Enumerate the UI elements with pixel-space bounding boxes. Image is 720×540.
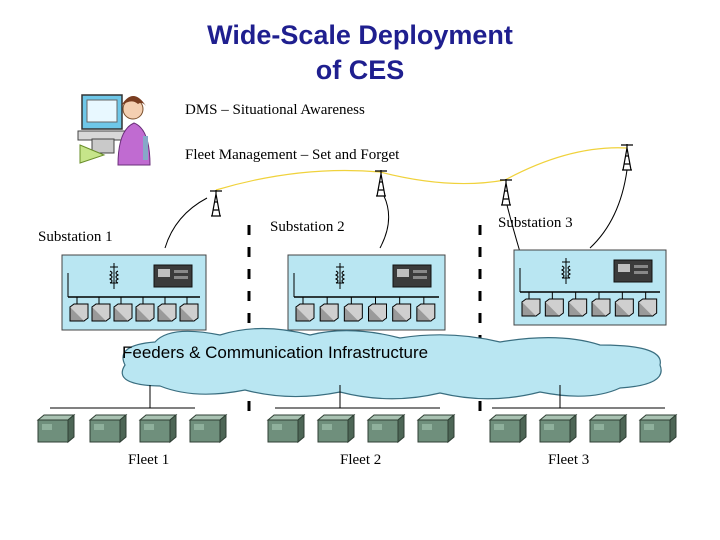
- fleet-1-label: Fleet 1: [128, 452, 170, 468]
- radio-tower-icon: [500, 179, 512, 206]
- transformer-icon: [108, 263, 120, 289]
- energy-storage-unit-icon: [638, 413, 678, 444]
- fleet-2-label: Fleet 2: [340, 452, 382, 468]
- substation-1: [61, 254, 207, 331]
- feeder-switch-icon: [113, 303, 133, 322]
- radio-tower-icon: [621, 144, 633, 171]
- substation-2-label: Substation 2: [270, 219, 345, 235]
- dms-label: DMS – Situational Awareness: [185, 102, 365, 118]
- feeder-switch-icon: [91, 303, 111, 322]
- feeder-switch-icon: [521, 298, 541, 317]
- energy-storage-unit-icon: [538, 413, 578, 444]
- transformer-icon: [560, 258, 572, 284]
- feeder-switch-icon: [319, 303, 339, 322]
- title-line-1: Wide-Scale Deployment: [207, 20, 513, 50]
- substation-2: [287, 254, 446, 331]
- fleet-2-group: [266, 385, 456, 444]
- radio-tower-icon: [210, 190, 222, 217]
- energy-storage-unit-icon: [88, 413, 128, 444]
- substation-3: [513, 249, 667, 326]
- feeder-switch-icon: [368, 303, 387, 322]
- energy-storage-unit-icon: [36, 413, 76, 444]
- feeder-switch-icon: [614, 298, 634, 317]
- feeder-switch-icon: [179, 303, 199, 322]
- energy-storage-unit-icon: [366, 413, 406, 444]
- feeder-switch-icon: [544, 298, 564, 317]
- operator-at-computer-icon: [77, 94, 151, 166]
- substation-controller-icon: [392, 264, 432, 288]
- communication-wires: [215, 147, 628, 191]
- title-line-2: of CES: [315, 55, 405, 85]
- feeders-label: Feeders & Communication Infrastructure: [122, 343, 429, 362]
- feeder-switch-icon: [568, 298, 588, 317]
- feeder-switch-icon: [69, 303, 89, 322]
- feeder-switch-icon: [135, 303, 155, 322]
- transformer-icon: [334, 263, 346, 289]
- feeder-switch-icon: [638, 298, 658, 317]
- fleet-1-group: [36, 385, 228, 444]
- fleet-3-label: Fleet 3: [548, 452, 590, 468]
- feeder-switch-icon: [416, 303, 436, 322]
- energy-storage-unit-icon: [266, 413, 306, 444]
- substation-controller-icon: [153, 264, 193, 288]
- energy-storage-unit-icon: [188, 413, 228, 444]
- fleet-management-label: Fleet Management – Set and Forget: [185, 147, 400, 163]
- energy-storage-unit-icon: [588, 413, 628, 444]
- feeder-cloud: [121, 327, 662, 400]
- energy-storage-unit-icon: [416, 413, 456, 444]
- radio-tower-icon: [375, 170, 387, 197]
- energy-storage-unit-icon: [138, 413, 178, 444]
- substation-1-label: Substation 1: [38, 229, 113, 245]
- feeder-switch-icon: [343, 303, 363, 322]
- energy-storage-unit-icon: [488, 413, 528, 444]
- tower-to-substation-links: [164, 169, 628, 253]
- feeder-switch-icon: [295, 303, 315, 322]
- energy-storage-unit-icon: [316, 413, 356, 444]
- fleet-3-group: [488, 385, 678, 444]
- substation-3-label: Substation 3: [498, 215, 573, 231]
- substation-controller-icon: [613, 259, 653, 283]
- feeder-switch-icon: [392, 303, 412, 322]
- feeder-switch-icon: [591, 298, 611, 317]
- feeder-switch-icon: [157, 303, 177, 322]
